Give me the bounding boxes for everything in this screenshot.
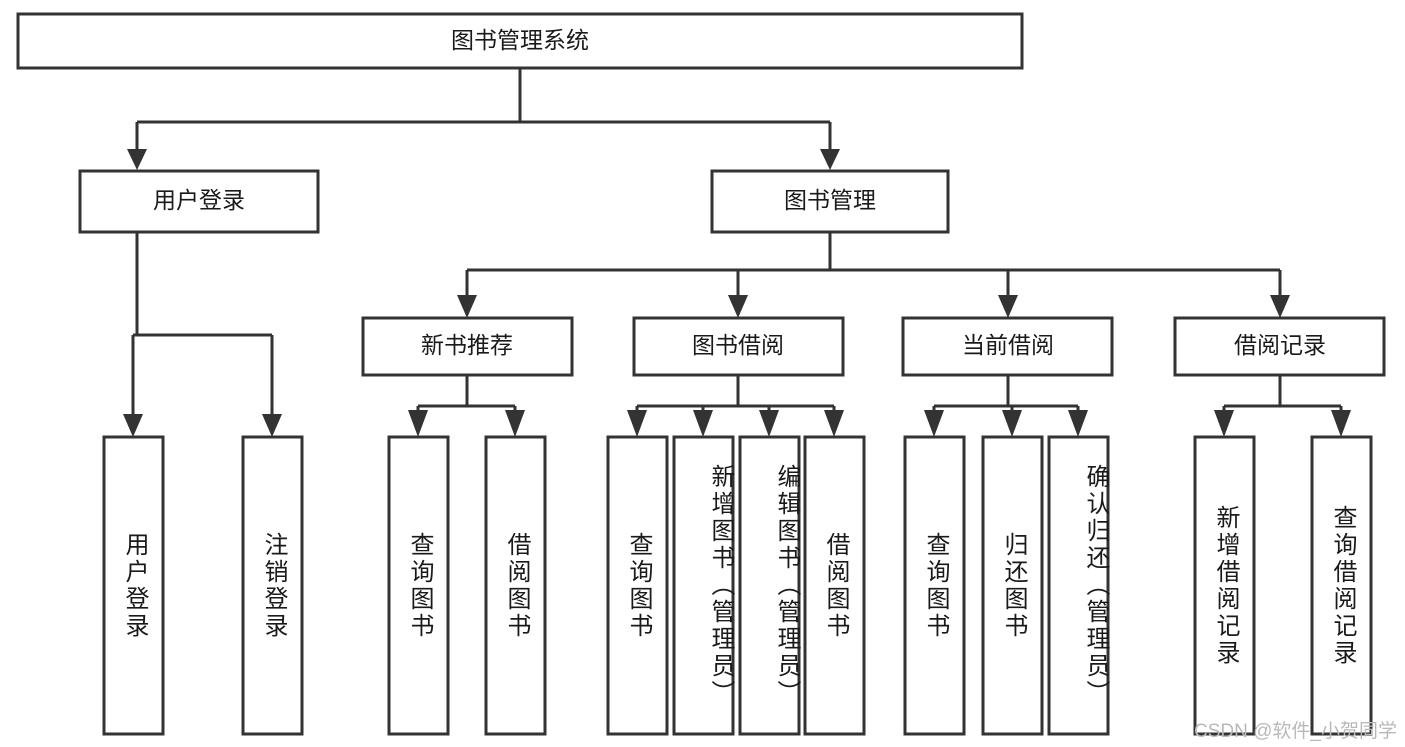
- arrow-to-leaf-logout-login: [262, 414, 282, 437]
- node-new-book-recommend-box[interactable]: [361, 316, 574, 377]
- arrow-to-leaf-borrow-book-1: [505, 410, 525, 437]
- csdn-watermark: CSDN @软件_小贺同学: [1194, 721, 1397, 742]
- leaf-box-return-book[interactable]: [981, 435, 1044, 736]
- node-book-borrow[interactable]: 图书借阅: [632, 316, 845, 377]
- node-book-management-box[interactable]: [710, 169, 950, 234]
- arrow-root-to-book-management: [820, 149, 840, 170]
- arrow-to-leaf-add-book: [693, 410, 713, 437]
- leaf-box-borrow-book-1[interactable]: [484, 435, 547, 736]
- node-root[interactable]: 图书管理系统: [16, 12, 1024, 70]
- leaf-label-borrow-book-2: 借阅图书: [821, 531, 849, 640]
- node-user-login[interactable]: 用户登录: [78, 169, 320, 234]
- arrow-to-leaf-return-book: [1002, 410, 1022, 437]
- leaf-box-add-book[interactable]: [672, 435, 735, 736]
- node-new-book-recommend-label: 新书推荐: [421, 332, 513, 358]
- node-current-borrow[interactable]: 当前借阅: [901, 316, 1114, 377]
- node-user-login-box[interactable]: [78, 169, 320, 234]
- node-current-borrow-label: 当前借阅: [962, 332, 1054, 358]
- arrow-to-book-borrow: [728, 295, 748, 318]
- leaf-box-group: [102, 435, 1373, 736]
- leaf-label-query-book-1: 查询图书: [405, 531, 433, 640]
- node-root-box[interactable]: [16, 12, 1024, 70]
- node-root-label: 图书管理系统: [451, 27, 589, 53]
- leaf-label-user-login: 用户登录: [120, 531, 148, 640]
- connector-group-user-login: [123, 232, 282, 437]
- node-book-management[interactable]: 图书管理: [710, 169, 950, 234]
- arrow-root-to-user-login: [127, 149, 147, 170]
- arrow-to-leaf-confirm-return: [1068, 410, 1088, 437]
- arrow-to-new-book-recommend: [457, 295, 477, 318]
- arrow-to-leaf-query-book-2: [627, 410, 647, 437]
- arrow-to-leaf-add-record: [1214, 410, 1234, 437]
- node-current-borrow-box[interactable]: [901, 316, 1114, 377]
- leaf-label-return-book: 归还图书: [999, 531, 1027, 640]
- arrow-to-leaf-query-book-3: [924, 410, 944, 437]
- leaf-label-add-book: 新增图书（管理员）: [707, 464, 734, 707]
- arrow-to-leaf-borrow-book-2: [824, 410, 844, 437]
- node-user-login-label: 用户登录: [153, 187, 245, 213]
- leaf-label-query-book-2: 查询图书: [624, 531, 652, 640]
- arrow-to-leaf-query-book-1: [408, 410, 428, 437]
- connector-group-book-management: [457, 232, 1290, 318]
- arrow-to-current-borrow: [998, 295, 1018, 318]
- node-borrow-record-box[interactable]: [1173, 316, 1386, 377]
- connector-group-root: [127, 68, 840, 170]
- leaf-box-confirm-return[interactable]: [1047, 435, 1110, 736]
- leaf-label-query-book-3: 查询图书: [921, 531, 949, 640]
- leaf-box-query-book-3[interactable]: [903, 435, 966, 736]
- node-new-book-recommend[interactable]: 新书推荐: [361, 316, 574, 377]
- connector-group-book-borrow: [627, 375, 844, 437]
- leaf-box-query-book-2[interactable]: [606, 435, 669, 736]
- connector-group-current-borrow: [924, 375, 1088, 437]
- leaf-label-add-record: 新增借阅记录: [1211, 504, 1239, 667]
- leaf-box-borrow-book-2[interactable]: [803, 435, 866, 736]
- node-borrow-record[interactable]: 借阅记录: [1173, 316, 1386, 377]
- leaf-box-edit-book[interactable]: [738, 435, 801, 736]
- leaf-label-confirm-return: 确认归还（管理员）: [1082, 464, 1109, 707]
- node-book-borrow-box[interactable]: [632, 316, 845, 377]
- arrow-to-leaf-user-login: [123, 414, 143, 437]
- leaf-box-add-record[interactable]: [1193, 435, 1256, 736]
- connector-group-new-book-recommend: [408, 375, 525, 437]
- leaf-box-logout-login[interactable]: [241, 435, 304, 736]
- leaf-box-user-login[interactable]: [102, 435, 165, 736]
- leaf-label-edit-book: 编辑图书（管理员）: [773, 464, 800, 707]
- leaf-box-query-record[interactable]: [1310, 435, 1373, 736]
- node-book-management-label: 图书管理: [784, 187, 876, 213]
- node-borrow-record-label: 借阅记录: [1234, 332, 1326, 358]
- arrow-to-leaf-query-record: [1331, 410, 1351, 437]
- leaf-label-borrow-book-1: 借阅图书: [502, 531, 530, 640]
- leaf-box-query-book-1[interactable]: [387, 435, 450, 736]
- leaf-label-logout-login: 注销登录: [259, 531, 287, 640]
- connector-group-borrow-record: [1214, 375, 1351, 437]
- arrow-to-borrow-record: [1270, 295, 1290, 318]
- leaf-label-query-record: 查询借阅记录: [1328, 504, 1356, 667]
- node-book-borrow-label: 图书借阅: [692, 332, 784, 358]
- arrow-to-leaf-edit-book: [759, 410, 779, 437]
